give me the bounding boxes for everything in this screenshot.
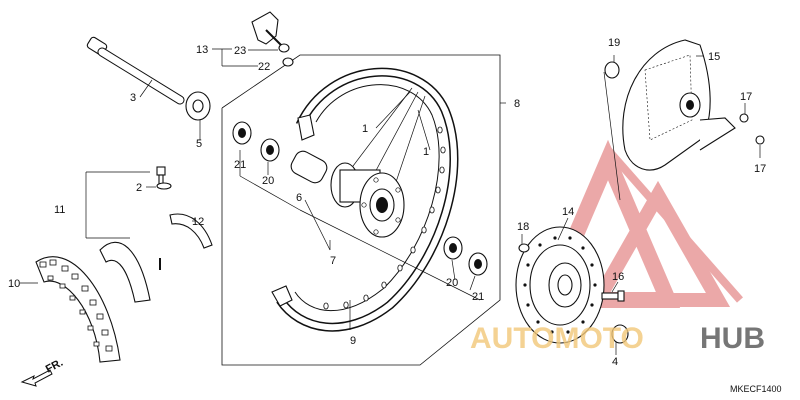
callout-6: 6 (296, 192, 302, 204)
bearing-right-outer (468, 252, 488, 276)
cover-collar (604, 61, 620, 79)
spokes (349, 87, 426, 183)
axle-collar (185, 91, 211, 121)
callout-14: 14 (562, 206, 574, 218)
callout-2: 2 (136, 182, 142, 194)
inner-tube (99, 241, 161, 303)
watermark-text-part2: HUB (700, 322, 765, 355)
callout-16: 16 (612, 271, 624, 283)
callout-7: 7 (330, 255, 336, 267)
callout-10: 10 (8, 278, 20, 290)
rim-band (169, 213, 213, 249)
callout-23: 23 (234, 45, 246, 57)
callout-8: 8 (514, 98, 520, 110)
callout-3: 3 (130, 92, 136, 104)
valve (156, 166, 172, 190)
callout-12: 12 (192, 216, 204, 228)
callout-21a: 21 (234, 159, 246, 171)
bearing-left-inner (260, 138, 280, 162)
disc-nut (518, 243, 530, 253)
side-collar (611, 324, 629, 344)
callout-17a: 17 (740, 91, 752, 103)
bearing-right-inner (443, 236, 463, 260)
bearing-left-outer (232, 121, 252, 145)
leader-lines (20, 48, 761, 355)
callout-20b: 20 (446, 277, 458, 289)
cover-bolt-upper (739, 113, 749, 123)
wheel-assembly-frame (221, 54, 501, 366)
callout-15: 15 (708, 51, 720, 63)
brake-disc (515, 226, 605, 344)
front-axle (86, 36, 185, 105)
callout-1a: 1 (362, 123, 368, 135)
callout-labels: 1 1 2 3 4 5 6 7 8 9 10 11 12 13 14 15 16… (8, 37, 766, 368)
tire (35, 256, 121, 363)
direction-label: FR. (44, 357, 65, 376)
callout-20a: 20 (262, 175, 274, 187)
callout-19: 19 (608, 37, 620, 49)
callout-13: 13 (196, 44, 208, 56)
distance-collar (290, 150, 328, 184)
front-direction-arrow: FR. (20, 357, 65, 387)
callout-1b: 1 (423, 146, 429, 158)
watermark-logo (535, 139, 744, 308)
callout-21b: 21 (472, 291, 484, 303)
callout-11: 11 (54, 204, 65, 216)
callout-18: 18 (517, 221, 529, 233)
watermark-text: AUTOMOTO HUB (470, 322, 765, 355)
disc-cover (622, 39, 736, 171)
callout-9: 9 (350, 335, 356, 347)
disc-bolt (601, 290, 625, 302)
callout-22: 22 (258, 61, 270, 73)
callout-17b: 17 (754, 163, 766, 175)
rim (271, 67, 459, 332)
callout-5: 5 (196, 138, 202, 150)
watermark-text-part1: AUTOMOTO (470, 322, 644, 355)
diagram-code: MKECF1400 (730, 384, 782, 394)
cover-bolt-lower (755, 135, 765, 145)
callout-4: 4 (612, 356, 618, 368)
rim-lock (251, 11, 294, 67)
hub (330, 162, 405, 238)
